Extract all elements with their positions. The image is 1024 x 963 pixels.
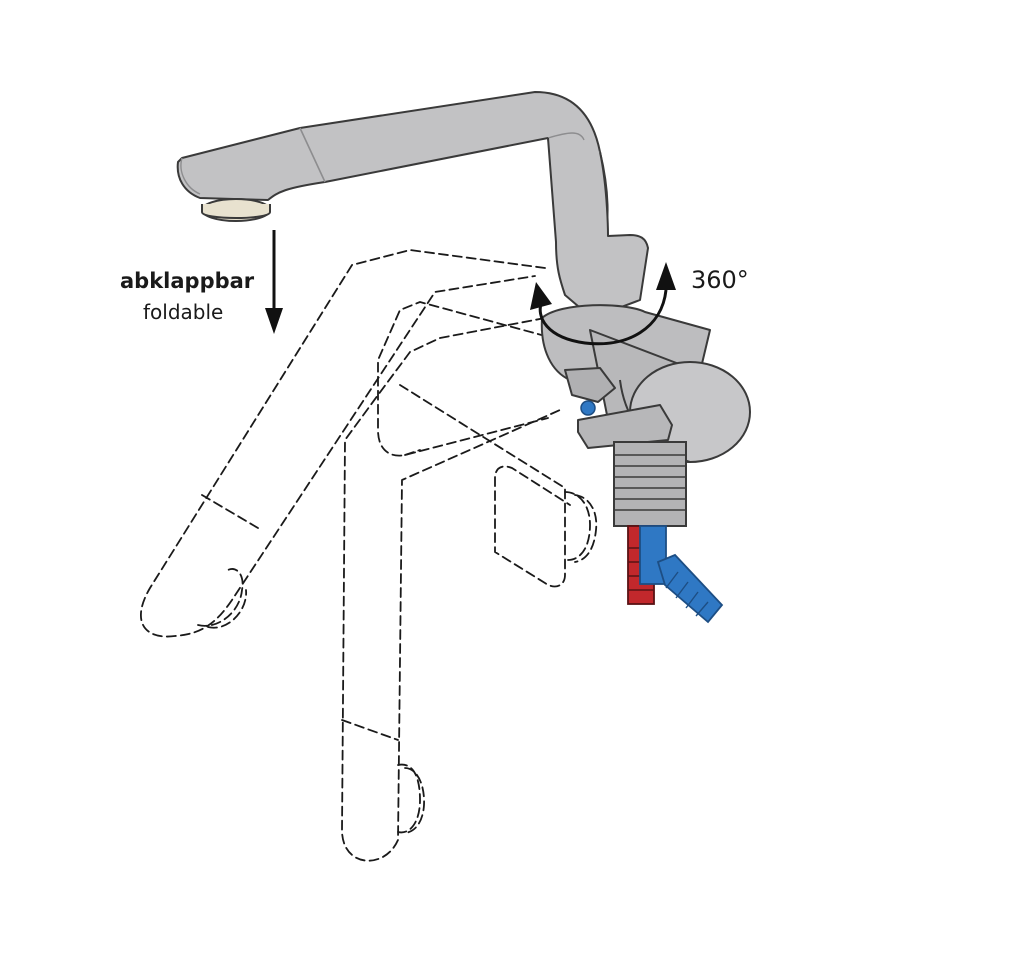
rotation-label: 360° bbox=[691, 266, 749, 294]
cold-water-connector bbox=[639, 525, 724, 624]
aerator bbox=[201, 198, 271, 222]
foldable-label-german: abklappbar bbox=[120, 269, 255, 293]
faucet-spout bbox=[176, 91, 649, 319]
folded-position-3 bbox=[377, 301, 598, 588]
folded-position-2 bbox=[341, 317, 561, 862]
rotation-arrow-icon bbox=[530, 262, 676, 346]
foldable-label-english: foldable bbox=[143, 300, 224, 324]
folded-position-1 bbox=[140, 249, 546, 638]
faucet-body bbox=[540, 304, 751, 463]
threaded-shank bbox=[613, 441, 687, 527]
fold-down-arrow-icon bbox=[265, 230, 283, 334]
